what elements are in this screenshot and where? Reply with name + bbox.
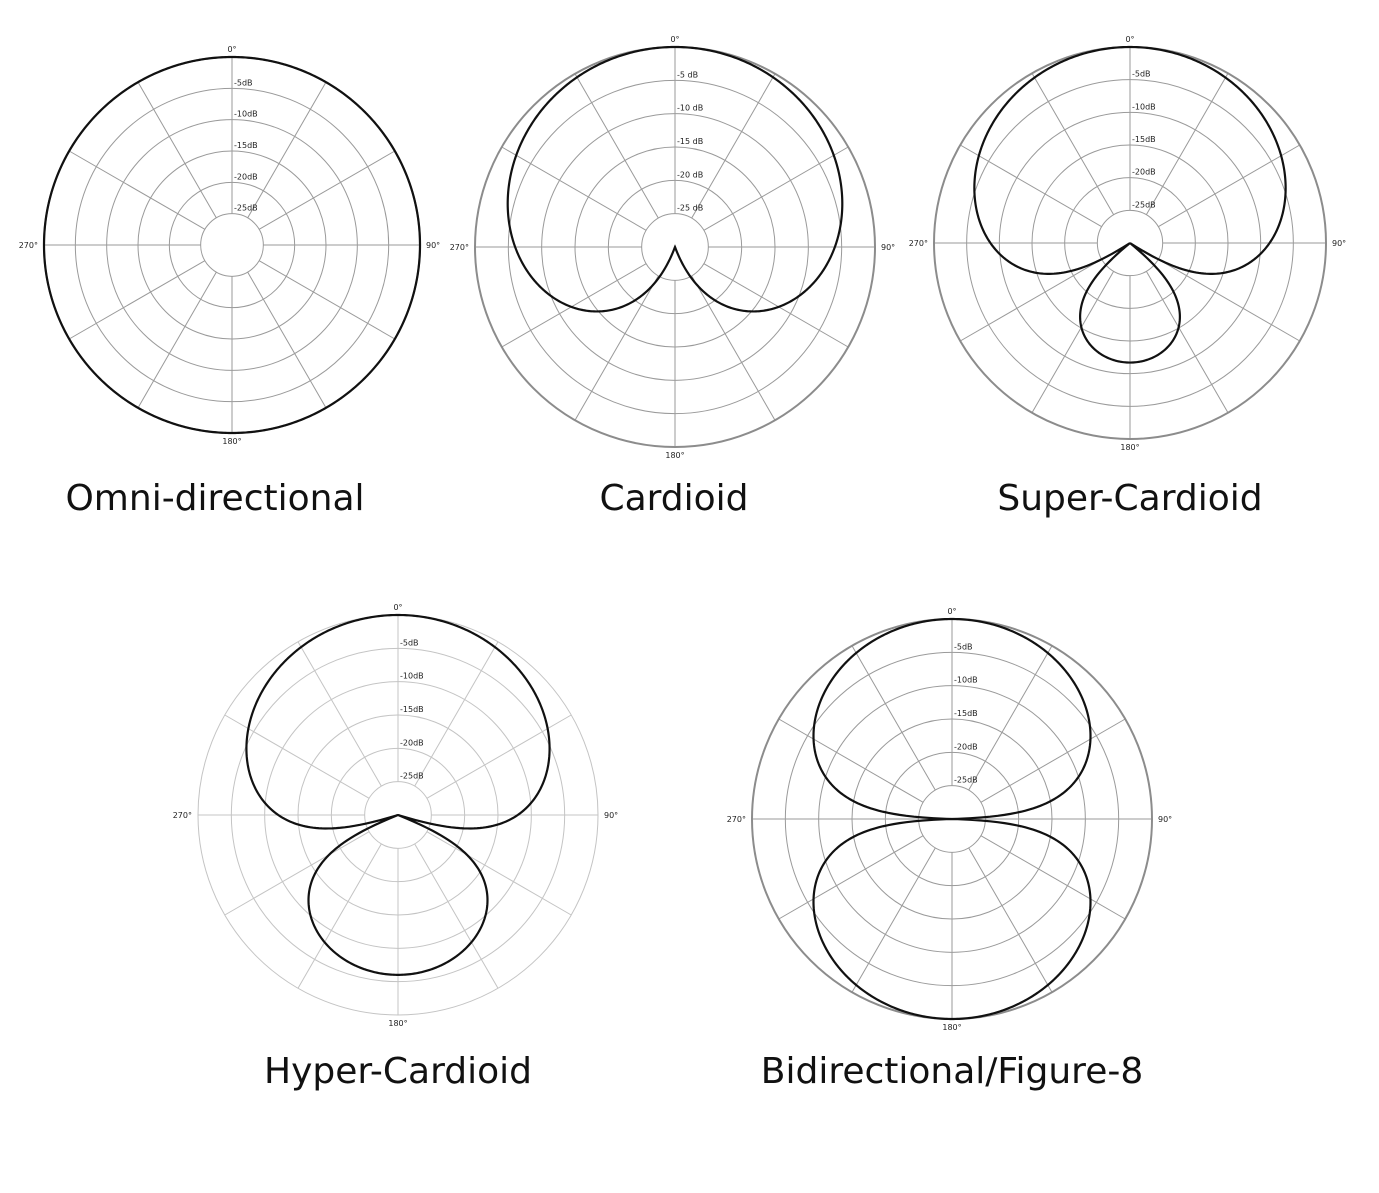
angle-label: 90° <box>881 243 895 252</box>
ring-label: -25dB <box>400 772 424 781</box>
grid-spoke <box>137 81 217 219</box>
angle-label: 180° <box>942 1023 961 1032</box>
ring-label: -10dB <box>400 672 424 681</box>
angle-label: 270° <box>450 243 469 252</box>
ring-label: -20dB <box>400 738 424 747</box>
angle-label: 0° <box>1125 35 1134 44</box>
angle-label: 270° <box>727 815 746 824</box>
grid-spoke <box>960 144 1102 228</box>
ring-label: -5dB <box>954 642 973 651</box>
grid-ring <box>200 213 264 277</box>
grid-spoke <box>224 831 370 916</box>
grid-spoke <box>778 718 924 803</box>
angle-label: 90° <box>604 811 618 820</box>
ring-label: -15dB <box>400 705 424 714</box>
ring-label: -5 dB <box>677 70 698 79</box>
angle-label: 0° <box>947 607 956 616</box>
chart-title: Super-Cardioid <box>997 478 1262 519</box>
ring-label: -15dB <box>234 141 258 150</box>
ring-label: -20dB <box>1132 168 1156 177</box>
grid-spoke <box>574 275 659 421</box>
angle-label: 270° <box>909 239 928 248</box>
grid-spoke <box>1158 144 1300 228</box>
ring-label: -5dB <box>1132 70 1151 79</box>
grid-spoke <box>1145 271 1229 413</box>
grid-spoke <box>980 835 1126 920</box>
ring-label: -15dB <box>954 709 978 718</box>
ring-label: -20 dB <box>677 170 703 179</box>
grid-spoke <box>247 81 327 219</box>
polar-pattern-curve <box>245 613 551 976</box>
angle-label: 90° <box>1158 815 1172 824</box>
chart-title: Cardioid <box>599 478 748 519</box>
angle-label: 180° <box>1120 443 1139 452</box>
grid-spoke <box>691 275 776 421</box>
polar-pattern-curve <box>506 45 844 313</box>
ring-label: -15dB <box>1132 135 1156 144</box>
ring-label: -25dB <box>954 776 978 785</box>
ring-label: -15 dB <box>677 137 703 146</box>
grid-spoke <box>1031 73 1115 215</box>
ring-label: -10dB <box>954 676 978 685</box>
ring-label: -10dB <box>234 110 258 119</box>
polar-chart-3: -5dB -10dB -15dB -20dB -25dB 0° 90° 180° 270° Sup… <box>909 35 1346 519</box>
chart-title: Bidirectional/Figure-8 <box>761 1051 1143 1092</box>
grid-spoke <box>1145 73 1229 215</box>
angle-label: 0° <box>670 35 679 44</box>
angle-label: 270° <box>173 811 192 820</box>
grid-spoke <box>1031 271 1115 413</box>
angle-label: 90° <box>1332 239 1346 248</box>
ring-label: -20dB <box>954 742 978 751</box>
grid-spoke <box>778 835 924 920</box>
grid-spoke <box>258 260 396 340</box>
chart-title: Hyper-Cardioid <box>264 1051 532 1092</box>
grid-spoke <box>703 146 849 231</box>
grid-spoke <box>851 847 936 993</box>
angle-label: 270° <box>19 241 38 250</box>
ring-label: -25dB <box>234 204 258 213</box>
ring-label: -10dB <box>1132 102 1156 111</box>
grid-spoke <box>247 271 327 409</box>
grid-spoke <box>68 260 206 340</box>
ring-label: -5dB <box>234 78 253 87</box>
polar-chart-1: -5dB -10dB -15dB -20dB -25dB 0° 90° 180° 270° Omn… <box>19 45 440 519</box>
polar-chart-5: -5dB -10dB -15dB -20dB -25dB 0° 90° 180° 270° Bid… <box>727 607 1172 1092</box>
ring-label: -25dB <box>1132 200 1156 209</box>
grid-spoke <box>980 718 1126 803</box>
grid-spoke <box>68 150 206 230</box>
polar-pattern-curve <box>812 617 1092 1021</box>
grid-spoke <box>960 258 1102 342</box>
chart-title: Omni-directional <box>65 478 364 519</box>
angle-label: 90° <box>426 241 440 250</box>
grid-spoke <box>1158 258 1300 342</box>
grid-spoke <box>501 263 647 348</box>
angle-label: 180° <box>222 437 241 446</box>
grid-spoke <box>137 271 217 409</box>
angle-label: 0° <box>393 603 402 612</box>
grid-spoke <box>414 641 499 787</box>
grid-spoke <box>691 73 776 219</box>
grid-spoke <box>297 641 382 787</box>
polar-pattern-curve <box>973 45 1287 364</box>
polar-pattern-curve <box>42 55 422 435</box>
grid-spoke <box>426 831 572 916</box>
angle-label: 0° <box>227 45 236 54</box>
grid-spoke <box>414 843 499 989</box>
ring-label: -10 dB <box>677 104 703 113</box>
polar-chart-4: -5dB -10dB -15dB -20dB -25dB 0° 90° 180° 270° Hyp… <box>173 603 618 1092</box>
ring-label: -20dB <box>234 172 258 181</box>
angle-label: 180° <box>665 451 684 460</box>
ring-label: -5dB <box>400 638 419 647</box>
grid-spoke <box>851 645 936 791</box>
grid-spoke <box>297 843 382 989</box>
grid-spoke <box>501 146 647 231</box>
grid-spoke <box>968 645 1053 791</box>
polar-chart-2: -5 dB -10 dB -15 dB -20 dB -25 dB 0° 90° 180° 27… <box>450 35 895 519</box>
angle-label: 180° <box>388 1019 407 1028</box>
ring-label: -25 dB <box>677 204 703 213</box>
grid-spoke <box>968 847 1053 993</box>
grid-spoke <box>574 73 659 219</box>
grid-spoke <box>258 150 396 230</box>
grid-spoke <box>703 263 849 348</box>
